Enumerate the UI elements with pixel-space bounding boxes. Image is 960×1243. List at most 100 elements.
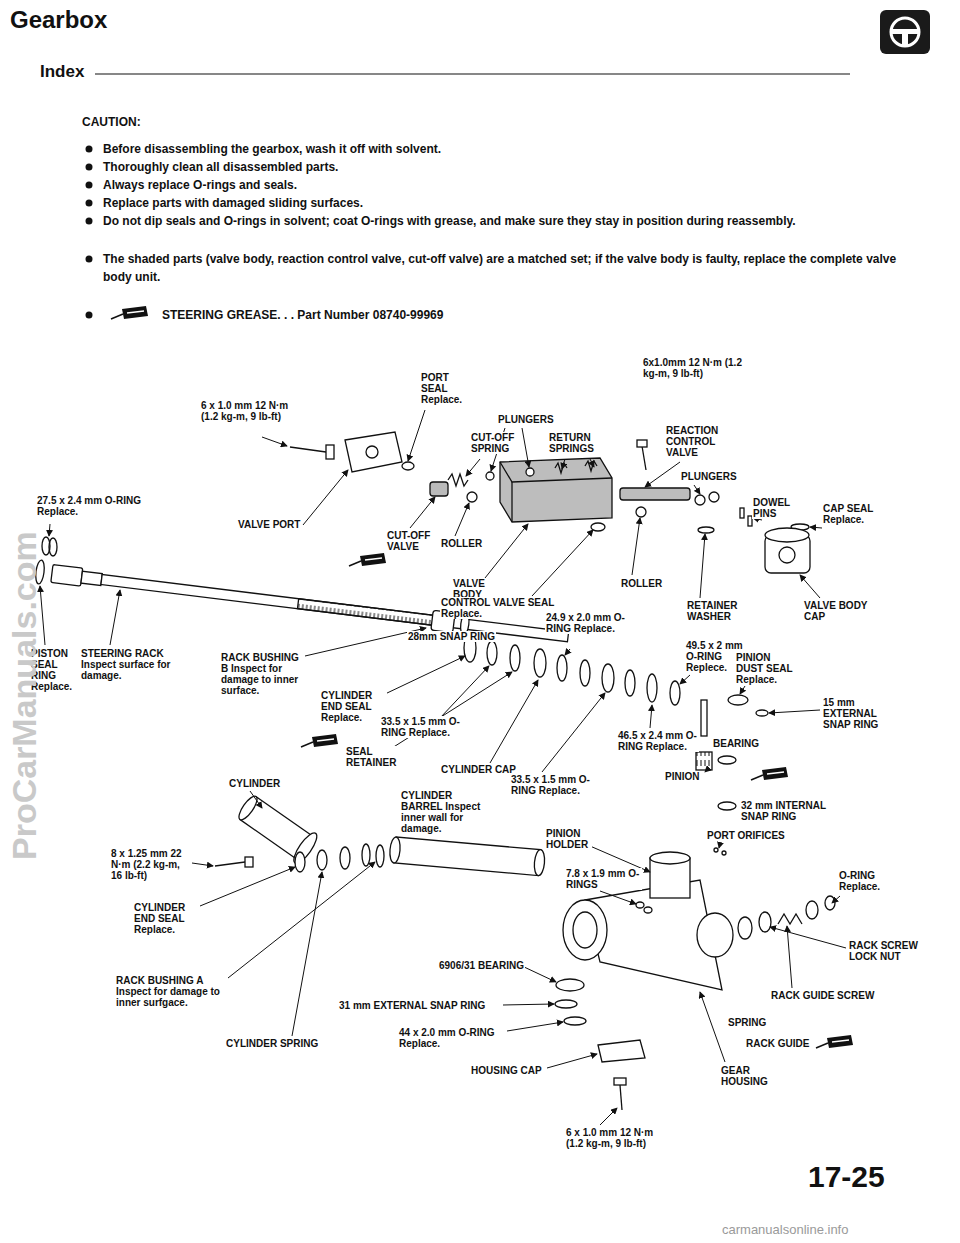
leader-line — [440, 666, 489, 718]
caution-text: CAUTION: — [82, 113, 141, 131]
valve-assembly — [765, 528, 809, 542]
header-icon — [891, 18, 919, 46]
part-label: VALVE PORT — [237, 519, 301, 530]
part-label: HOUSING CAP — [470, 1065, 543, 1076]
part-label: BEARING — [712, 738, 760, 749]
leader-line — [600, 891, 636, 904]
leader-line — [532, 530, 593, 596]
part-label: 33.5 x 1.5 mm O-RING Replace. — [380, 716, 462, 738]
part-label: 28mm SNAP RING — [407, 631, 496, 642]
pinion — [756, 710, 768, 716]
valve-assembly — [779, 547, 795, 563]
page-title: Gearbox — [10, 6, 107, 34]
o-ring-set — [464, 634, 680, 705]
pinion — [696, 752, 712, 770]
gear-housing — [573, 912, 597, 948]
part-label: CYLINDER CAP — [440, 764, 517, 775]
valve-assembly — [695, 495, 705, 505]
bullet-dot — [86, 146, 93, 153]
header-icon — [880, 10, 930, 54]
part-label: RACK GUIDE — [745, 1038, 810, 1049]
leader-line — [40, 410, 846, 1125]
part-label: PINION HOLDER — [545, 828, 592, 850]
caution-text: Thoroughly clean all disassembled parts. — [103, 158, 338, 176]
gear-housing — [738, 917, 752, 939]
valve-assembly — [698, 527, 714, 533]
valve-assembly — [636, 507, 646, 517]
leader-line — [228, 862, 375, 978]
grease-icon — [111, 306, 853, 1048]
part-label: GEAR HOUSING — [720, 1065, 782, 1087]
header-icon — [902, 32, 908, 45]
leader-line — [466, 459, 480, 476]
leader-line — [262, 437, 287, 446]
valve-assembly — [486, 472, 494, 480]
grease-icon — [816, 1035, 853, 1048]
part-label: 6906/31 BEARING — [438, 960, 525, 971]
part-label: 7.8 x 1.9 mm O-RINGS — [565, 868, 642, 890]
gear-housing — [614, 1078, 626, 1085]
grease-icon — [349, 553, 386, 566]
bullet-dot — [86, 182, 93, 189]
part-label: SPRING — [727, 1017, 767, 1028]
part-label: CYLINDER END SEAL Replace. — [320, 690, 387, 723]
part-label: RETURN SPRINGS — [548, 432, 605, 454]
valve-assembly — [585, 461, 597, 471]
part-label: ROLLER — [440, 538, 483, 549]
gear-housing — [644, 907, 652, 913]
caution-text: STEERING GREASE. . . Part Number 08740-9… — [162, 306, 443, 324]
part-label: PLUNGERS — [680, 471, 738, 482]
valve-assembly — [500, 458, 612, 522]
gear-housing — [556, 979, 584, 991]
leader-line — [787, 926, 792, 988]
leader-line — [292, 872, 322, 1036]
part-label: 31 mm EXTERNAL SNAP RING — [338, 1000, 486, 1011]
leader-line — [455, 503, 469, 536]
header-rule — [95, 73, 850, 74]
part-label: 32 mm INTERNAL SNAP RING — [740, 800, 832, 822]
part-label: O-RING Replace. — [838, 870, 895, 892]
gear-housing — [825, 896, 835, 910]
steering-rack — [81, 571, 102, 585]
page-number: 17-25 — [808, 1160, 885, 1194]
leader-line — [542, 693, 605, 772]
part-label: 8 x 1.25 mm 22 N·m (2.2 kg-m, 16 lb-ft) — [110, 848, 192, 881]
valve-assembly — [402, 462, 414, 470]
cylinder — [215, 790, 546, 876]
leader-line — [705, 769, 708, 772]
caution-text: Always replace O-rings and seals. — [103, 176, 297, 194]
part-label: 46.5 x 2.4 mm O-RING Replace. — [617, 730, 699, 752]
gear-housing — [697, 913, 733, 957]
part-label: 6 x 1.0 mm 12 N·m (1.2 kg-m, 9 lb-ft) — [200, 400, 302, 422]
part-label: CAP SEAL Replace. — [822, 503, 884, 525]
grease-icon — [111, 306, 148, 319]
gear-housing — [636, 902, 644, 908]
part-label: VALVE BODY CAP — [803, 600, 875, 622]
o-ring-set — [510, 645, 520, 671]
pinion — [718, 802, 736, 810]
cylinder — [317, 850, 327, 870]
gear-housing — [598, 1040, 645, 1062]
leader-line — [770, 927, 846, 948]
valve-assembly — [366, 446, 378, 458]
o-ring — [42, 537, 57, 556]
leader-line — [562, 459, 565, 469]
part-label: REACTION CONTROL VALVE — [665, 425, 732, 458]
part-label: ROLLER — [620, 578, 663, 589]
leader-line — [110, 590, 120, 645]
valve-assembly — [467, 492, 477, 502]
caution-text: The shaded parts (valve body, reaction c… — [103, 250, 913, 286]
cylinder — [215, 862, 245, 866]
part-label: DOWEL PINS — [752, 497, 799, 519]
part-label: SEAL RETAINER — [345, 746, 412, 768]
valve-assembly — [326, 445, 334, 459]
cylinder — [394, 837, 541, 876]
part-label: 6 x 1.0 mm 12 N·m (1.2 kg-m, 9 lb-ft) — [565, 1127, 667, 1149]
o-ring-set — [534, 649, 546, 677]
valve-assembly — [555, 463, 567, 473]
part-label: RACK BUSHING B Inspect for damage to inn… — [220, 652, 304, 696]
leader-line — [645, 462, 680, 487]
caution-text: Do not dip seals and O-rings in solvent;… — [103, 212, 913, 230]
watermark: carmanualsonline.info — [722, 1222, 848, 1238]
leader-line — [769, 710, 820, 713]
